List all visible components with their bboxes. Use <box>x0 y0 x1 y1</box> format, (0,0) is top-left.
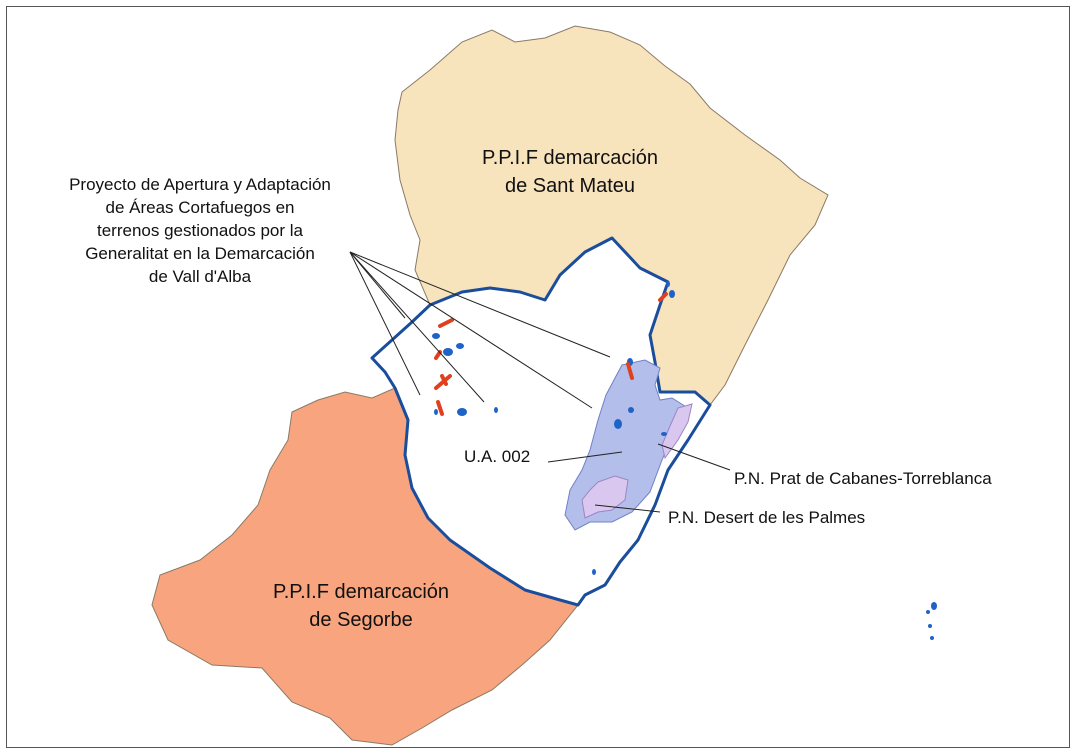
project-label-line3: terrenos gestionados por la <box>97 221 304 240</box>
forest-patches <box>432 281 937 640</box>
firebreak-segments <box>434 292 668 416</box>
project-label-line5: de Vall d'Alba <box>149 267 252 286</box>
label-sant-mateu-line1: P.P.I.F demarcación <box>482 147 658 169</box>
park-desert-palmes[interactable] <box>581 475 629 519</box>
project-label-line4: Generalitat en la Demarcación <box>85 244 315 263</box>
label-ua-002: U.A. 002 <box>464 447 530 466</box>
project-label-line2: de Áreas Cortafuegos en <box>105 198 294 217</box>
project-label-line1: Proyecto de Apertura y Adaptación <box>69 175 331 194</box>
label-sant-mateu-line2: de Sant Mateu <box>505 175 635 197</box>
label-segorbe-line1: P.P.I.F demarcación <box>273 581 449 603</box>
leader-lines <box>349 251 731 513</box>
label-pn-prat: P.N. Prat de Cabanes-Torreblanca <box>734 469 992 488</box>
label-segorbe-line2: de Segorbe <box>309 609 412 631</box>
label-pn-desert: P.N. Desert de les Palmes <box>668 508 865 527</box>
